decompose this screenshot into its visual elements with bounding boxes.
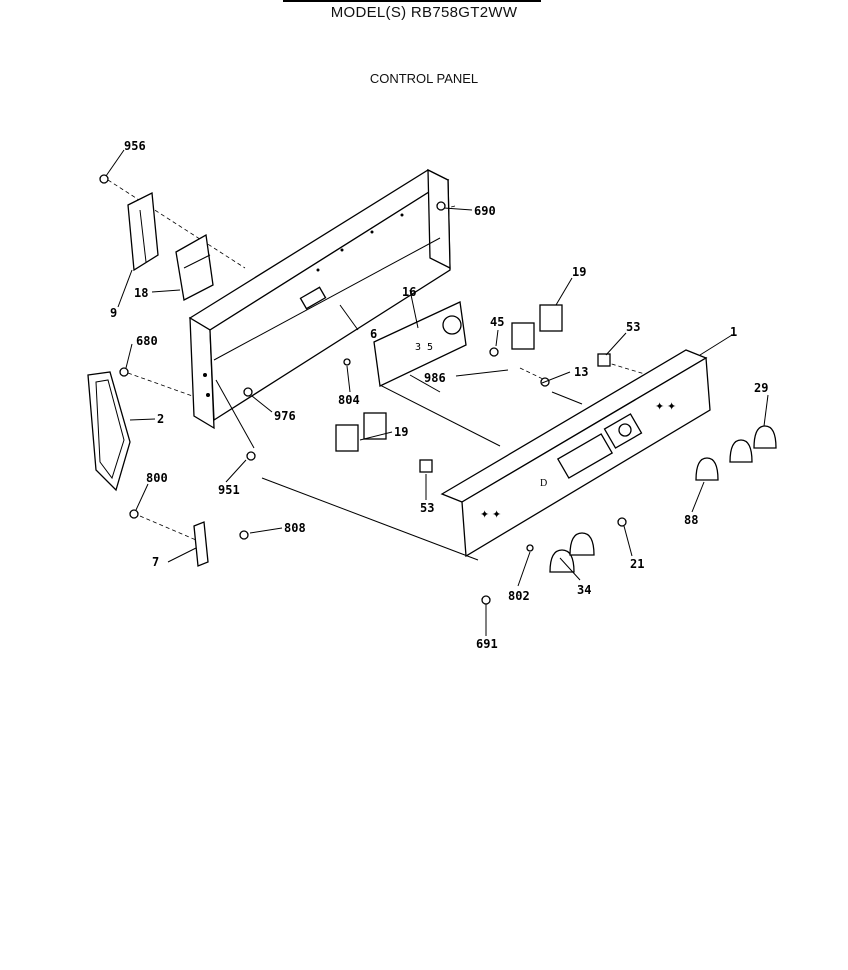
callout-7: 7: [152, 555, 159, 569]
callout-956: 956: [124, 139, 146, 153]
clock-bracket: 3 5: [373, 301, 467, 387]
svg-text:3 5: 3 5: [415, 342, 433, 353]
callout-808: 808: [284, 521, 306, 535]
callout-19-upper: 19: [572, 265, 586, 279]
assembly-line: [139, 515, 197, 541]
callout-802: 802: [508, 589, 530, 603]
callout-976: 976: [274, 409, 296, 423]
callout-45: 45: [490, 315, 504, 329]
callout-680: 680: [136, 334, 158, 348]
control-panel: ✦ ✦ ✦ ✦ D: [440, 349, 711, 558]
callout-800: 800: [146, 471, 168, 485]
callout-29: 29: [754, 381, 768, 395]
bracket-7: [193, 521, 209, 567]
callout-13: 13: [574, 365, 588, 379]
infinite-switch: [335, 304, 563, 452]
callout-88: 88: [684, 513, 698, 527]
header-rule: [283, 0, 541, 2]
assembly-line: [107, 179, 246, 269]
callout-986: 986: [424, 371, 446, 385]
callout-18: 18: [134, 286, 148, 300]
assembly-line: [127, 372, 199, 399]
callout-1: 1: [730, 325, 737, 339]
callout-9: 9: [110, 306, 117, 320]
svg-text:✦ ✦: ✦ ✦: [655, 401, 676, 413]
svg-text:✦ ✦: ✦ ✦: [480, 509, 501, 521]
back-panel: [188, 168, 451, 430]
svg-text:D: D: [540, 478, 547, 489]
screw: [99, 174, 627, 605]
assembly-line: [519, 367, 546, 381]
bracket-9: [127, 191, 159, 272]
callout-53-upper: 53: [626, 320, 640, 334]
end-cap: [87, 371, 131, 492]
callout-804: 804: [338, 393, 360, 407]
callout-690: 690: [474, 204, 496, 218]
callout-2: 2: [157, 412, 164, 426]
assembly-line: [604, 361, 649, 376]
assembly-line: [431, 205, 456, 213]
switch-clip: [419, 459, 433, 473]
callout-16: 16: [402, 285, 416, 299]
callout-53-lower: 53: [420, 501, 434, 515]
switch-clip: [597, 353, 611, 367]
model-title: MODEL(S) RB758GT2WW: [330, 4, 518, 21]
callout-19-lower: 19: [394, 425, 408, 439]
callout-951: 951: [218, 483, 240, 497]
bracket-18: [175, 233, 214, 301]
section-title: CONTROL PANEL: [369, 71, 479, 86]
callout-6: 6: [370, 327, 377, 341]
callout-691: 691: [476, 637, 498, 651]
callout-34: 34: [577, 583, 591, 597]
callout-21: 21: [630, 557, 644, 571]
